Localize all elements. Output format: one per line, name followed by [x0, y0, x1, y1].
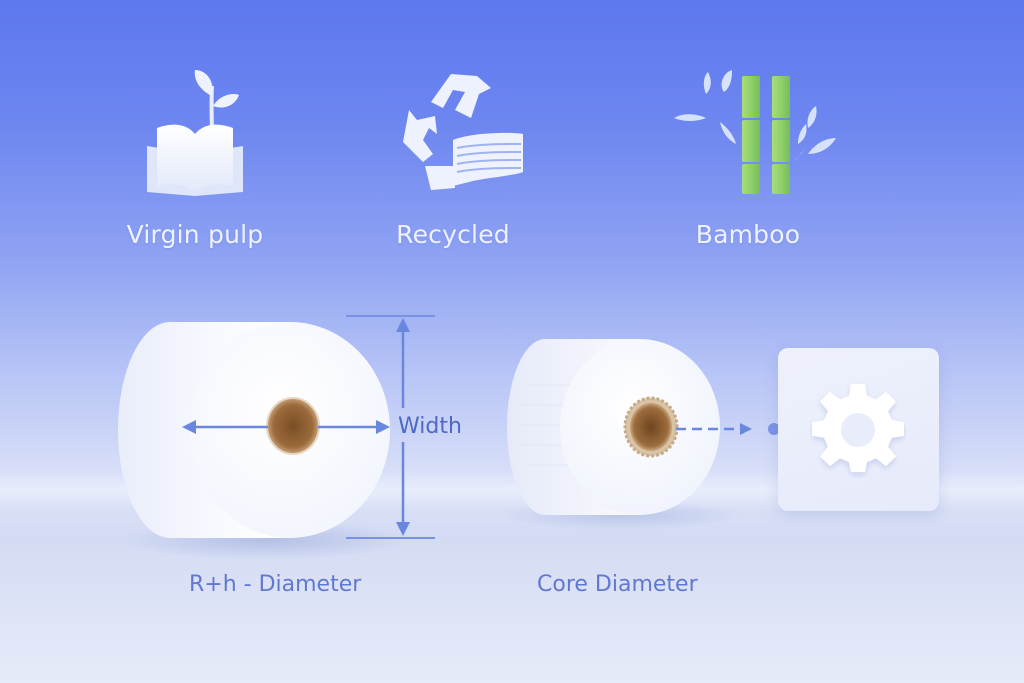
- material-bamboo: Bamboo: [648, 62, 848, 262]
- material-label: Virgin pulp: [126, 220, 264, 249]
- small-paper-roll: [505, 335, 735, 520]
- settings-card[interactable]: [778, 348, 939, 511]
- material-recycled: Recycled: [353, 62, 553, 262]
- material-virgin-pulp: Virgin pulp: [95, 62, 295, 262]
- book-sprout-icon: [115, 62, 275, 202]
- gear-icon: [812, 383, 904, 473]
- recycle-towels-icon: [373, 62, 533, 202]
- material-label: Recycled: [396, 220, 510, 249]
- material-label: Bamboo: [695, 220, 801, 249]
- diameter-arrow: [182, 420, 390, 434]
- large-paper-roll: [115, 310, 405, 550]
- bamboo-icon: [668, 62, 836, 202]
- diameter-label: R+h - Diameter: [189, 572, 362, 597]
- width-arrow: [346, 315, 435, 539]
- core-diameter-label: Core Diameter: [537, 572, 698, 597]
- width-label: Width: [398, 414, 462, 439]
